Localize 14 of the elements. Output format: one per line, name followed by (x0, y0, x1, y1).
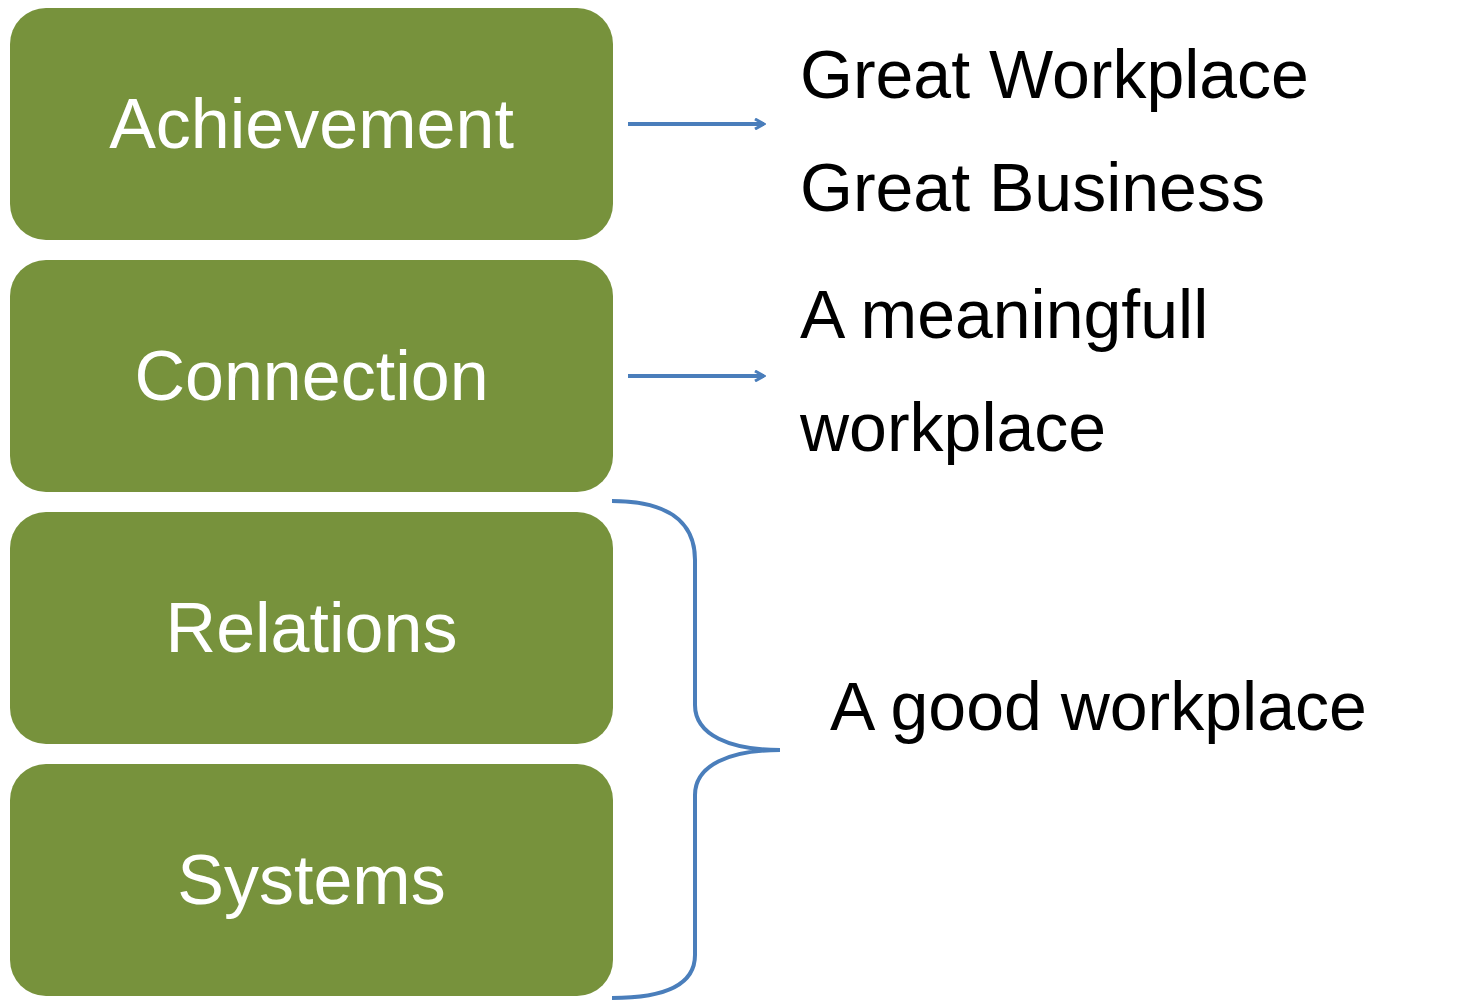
box-label: Systems (177, 840, 446, 920)
arrow (628, 117, 766, 131)
outcome-text: Great Business (800, 148, 1266, 227)
outcome-text: A good workplace (830, 667, 1368, 746)
outcome-text: Great Workplace (800, 35, 1310, 114)
category-box (10, 260, 613, 492)
arrow (628, 369, 766, 383)
box-label: Connection (134, 336, 489, 416)
category-box (10, 512, 613, 744)
box-label: Achievement (109, 84, 514, 164)
category-box (10, 764, 613, 996)
outcome-text: A meaningfull workplace (800, 275, 1210, 467)
category-box (10, 8, 613, 240)
box-label: Relations (165, 588, 458, 668)
